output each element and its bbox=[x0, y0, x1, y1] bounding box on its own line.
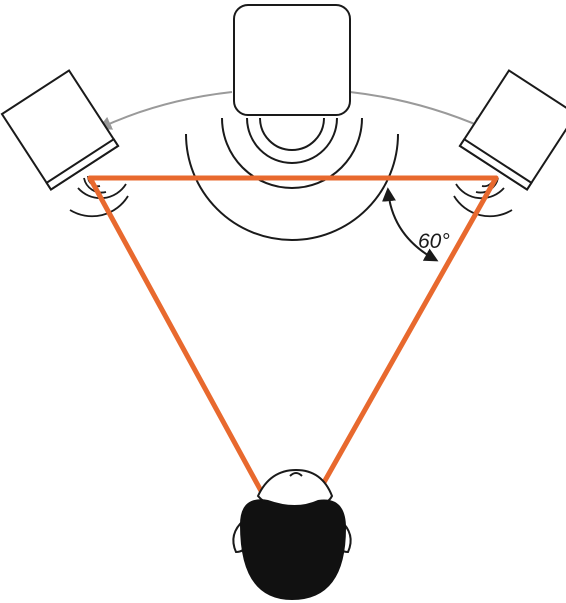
listening-triangle bbox=[87, 175, 499, 525]
center-speaker bbox=[233, 4, 351, 116]
triangle-left-edge bbox=[87, 175, 281, 525]
nose bbox=[289, 472, 303, 477]
hair bbox=[240, 499, 346, 600]
angle-arc-arrow bbox=[382, 187, 439, 262]
right-speaker bbox=[458, 69, 566, 191]
angle-label: 60° bbox=[418, 230, 450, 253]
center-speaker-sound-waves bbox=[185, 117, 399, 241]
placement-arrow-left bbox=[97, 91, 233, 130]
triangle-right-edge bbox=[311, 175, 499, 503]
placement-arrow-right bbox=[349, 91, 487, 130]
listener-head bbox=[232, 468, 352, 600]
left-speaker bbox=[0, 69, 120, 191]
